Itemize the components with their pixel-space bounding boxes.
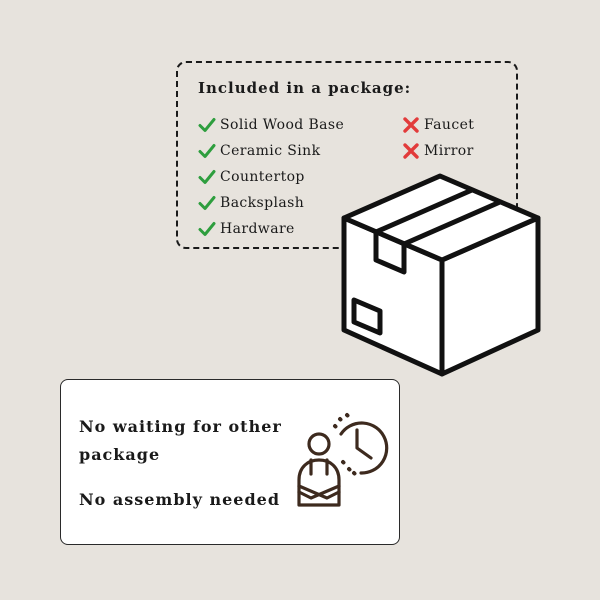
item-label: Countertop <box>220 169 305 185</box>
cross-icon <box>403 117 419 133</box>
package-box-icon <box>341 173 541 377</box>
check-icon <box>198 196 216 210</box>
list-item: Mirror <box>402 138 474 164</box>
item-label: Mirror <box>424 143 474 159</box>
list-item: Solid Wood Base <box>198 112 344 138</box>
check-icon <box>198 222 216 236</box>
no-waiting-text: No waiting for other package <box>79 417 282 464</box>
item-label: Backsplash <box>220 195 305 211</box>
item-label: Ceramic Sink <box>220 143 321 159</box>
item-label: Solid Wood Base <box>220 117 345 133</box>
check-icon <box>198 144 216 158</box>
person-clock-icon <box>297 413 389 507</box>
list-item: Ceramic Sink <box>198 138 344 164</box>
list-item: Countertop <box>198 164 344 190</box>
check-icon <box>198 118 216 132</box>
list-item: Hardware <box>198 216 344 242</box>
item-label: Faucet <box>424 117 475 133</box>
item-label: Hardware <box>220 221 295 237</box>
list-item: Faucet <box>402 112 474 138</box>
no-assembly-text: No assembly needed <box>79 490 281 509</box>
check-icon <box>198 170 216 184</box>
cross-icon <box>403 143 419 159</box>
included-package-panel: Included in a package: Solid Wood Base C… <box>176 61 518 249</box>
excluded-items-list: Faucet Mirror <box>402 112 474 164</box>
info-card: No waiting for other package No assembly… <box>60 379 400 545</box>
included-items-list: Solid Wood Base Ceramic Sink Countertop … <box>198 112 344 242</box>
package-title: Included in a package: <box>198 79 412 97</box>
list-item: Backsplash <box>198 190 344 216</box>
